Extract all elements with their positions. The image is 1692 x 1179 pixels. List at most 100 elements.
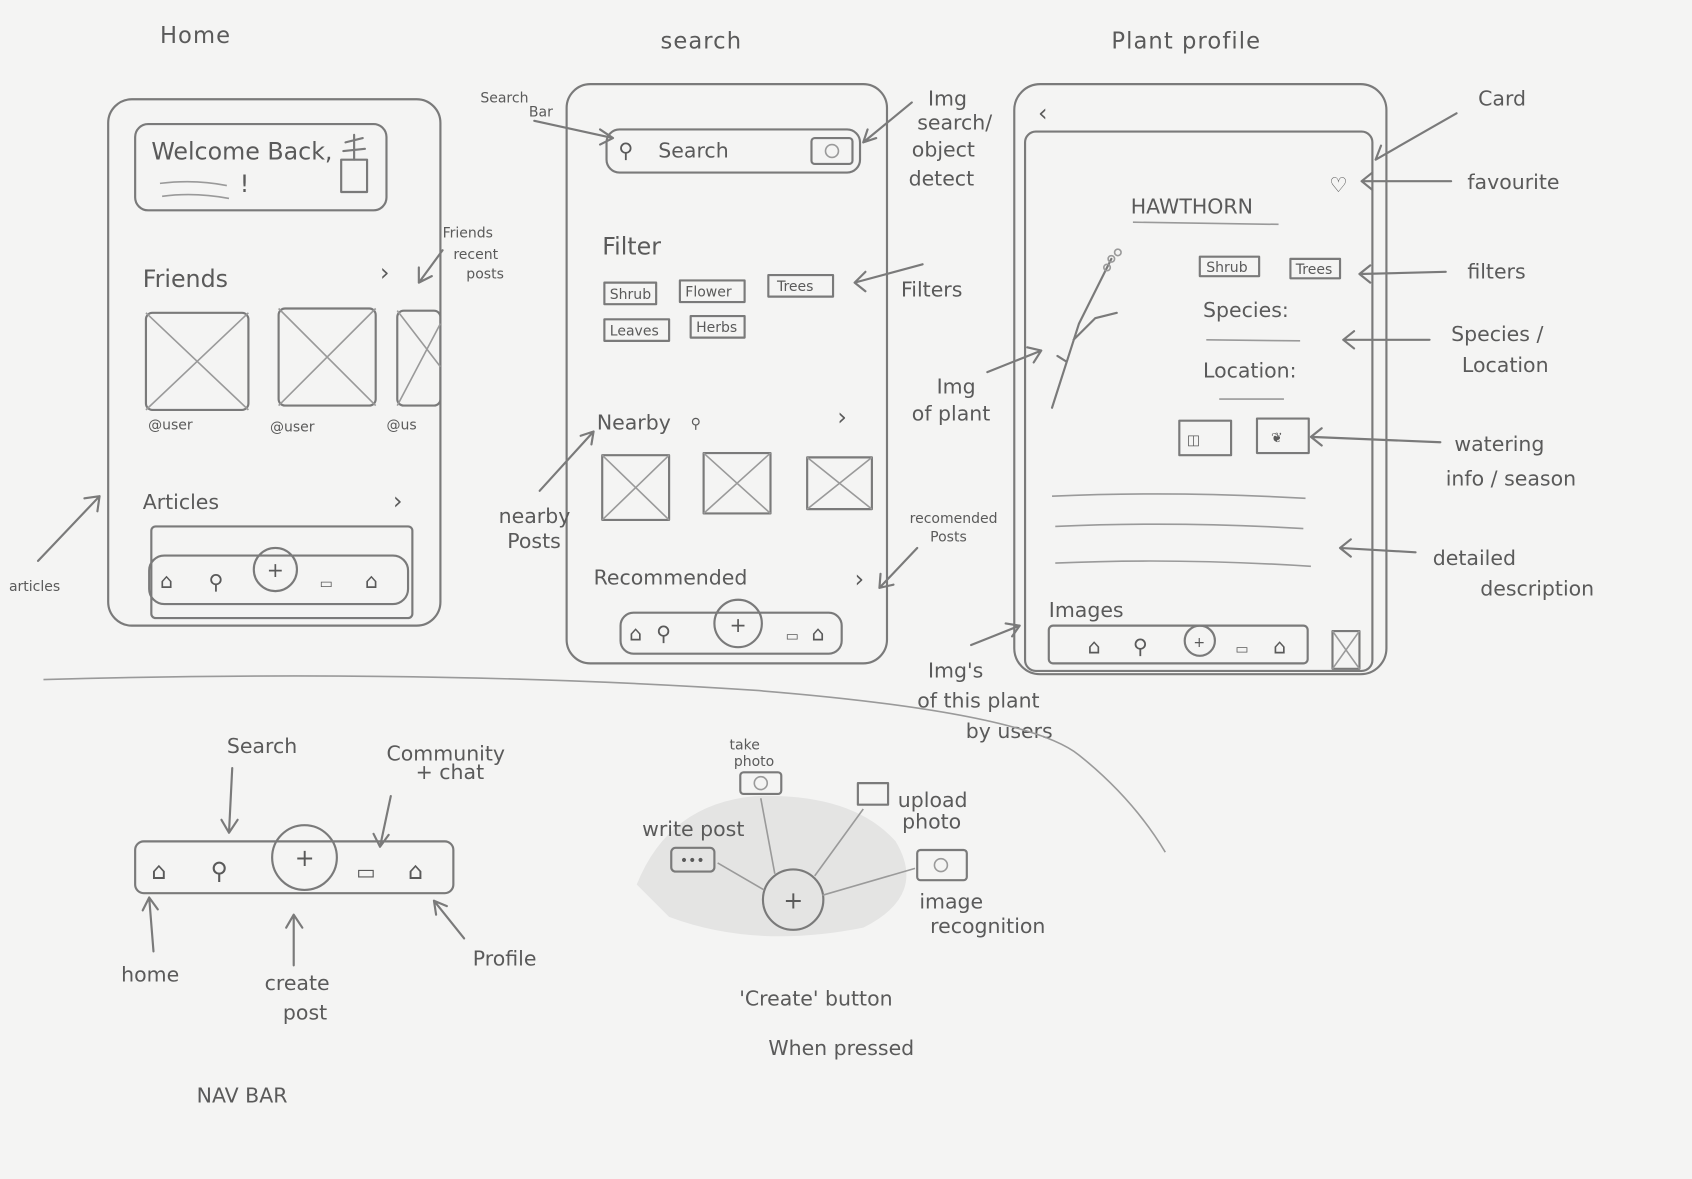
search-nav-icon[interactable]: ⚲	[656, 622, 671, 646]
chat-icon[interactable]: ▭	[356, 860, 375, 884]
annotation-text: When pressed	[768, 1036, 914, 1060]
annotation-text: Location	[1462, 353, 1549, 377]
home-icon[interactable]: ⌂	[151, 857, 166, 885]
upload-photo-icon[interactable]	[856, 782, 890, 806]
arrow-icon	[538, 430, 595, 492]
arrow-icon	[220, 766, 239, 834]
friend-post-image[interactable]	[144, 311, 250, 411]
home-nav-icon[interactable]: ⌂	[629, 622, 642, 646]
friend-username[interactable]: @user	[270, 419, 315, 435]
create-nav-button[interactable]	[252, 546, 299, 593]
nav-bar	[134, 840, 455, 895]
nearby-post-image[interactable]	[601, 454, 671, 522]
annotation-friends-recent-posts: Friends recent posts	[417, 225, 504, 284]
annotation-text: Profile	[473, 946, 537, 970]
welcome-text: Welcome Back,	[151, 138, 332, 166]
article-card[interactable]	[150, 525, 414, 620]
nearby-post-thumbnails	[601, 451, 873, 522]
arrow-icon	[1374, 112, 1458, 161]
arrow-icon	[285, 913, 304, 967]
friend-post-image[interactable]	[277, 307, 377, 407]
plant-chip-shrub[interactable]	[1198, 255, 1261, 278]
search-nav-icon[interactable]: ⚲	[208, 570, 223, 594]
take-photo-camera-icon[interactable]	[739, 771, 783, 795]
filter-chip-trees[interactable]	[767, 273, 835, 298]
annotation-text: by users	[966, 719, 1053, 743]
annotation-text: post	[283, 1000, 327, 1024]
filter-chip-leaves[interactable]	[603, 318, 671, 342]
profile-nav-icon[interactable]: ⌂	[1273, 635, 1286, 659]
annotation-text: write post	[642, 817, 744, 841]
nearby-chevron-icon[interactable]: ›	[837, 403, 847, 431]
camera-search-button[interactable]	[810, 136, 854, 166]
chat-nav-icon[interactable]: ▭	[320, 576, 333, 592]
plant-card	[1023, 130, 1374, 673]
chip-label: Trees	[776, 279, 814, 295]
annotation-text: create	[265, 971, 330, 995]
filter-chip-herbs[interactable]	[689, 314, 746, 339]
annotation-recommended-posts: recomended Posts	[878, 511, 998, 589]
profile-nav-icon[interactable]: ⌂	[365, 569, 378, 593]
chat-nav-icon[interactable]: ▭	[786, 629, 799, 645]
home-nav-icon[interactable]: ⌂	[160, 569, 173, 593]
friend-username[interactable]: @user	[148, 417, 193, 433]
filter-heading: Filter	[602, 233, 661, 261]
section-divider	[43, 675, 1166, 853]
annotation-text: favourite	[1467, 170, 1559, 194]
annotation-text: Bar	[529, 104, 553, 120]
chip-label: Flower	[685, 285, 732, 301]
home-nav-icon[interactable]: ⌂	[1088, 635, 1101, 659]
filter-chip-flower[interactable]	[678, 279, 746, 304]
nav-bar-diagram: ⌂ ⚲ + ▭ ⌂ Search Community + chat home c…	[121, 734, 536, 1107]
friends-chevron-icon[interactable]: ›	[380, 258, 390, 286]
search-nav-icon[interactable]: ⚲	[1133, 635, 1148, 659]
articles-chevron-icon[interactable]: ›	[393, 487, 403, 515]
annotation-text: of this plant	[917, 689, 1039, 713]
arrow-icon	[372, 794, 392, 848]
friend-post-image[interactable]	[396, 309, 442, 407]
arrow-icon	[432, 899, 466, 940]
arrow-icon	[1358, 264, 1447, 284]
annotation-text: + chat	[416, 760, 485, 784]
welcome-exclamation: !	[240, 170, 250, 198]
friend-username[interactable]: @us	[386, 417, 416, 433]
season-info-box[interactable]	[1255, 417, 1310, 455]
profile-nav-icon[interactable]: ⌂	[811, 622, 824, 646]
annotation-articles: articles	[9, 495, 101, 595]
plant-chip-trees[interactable]	[1289, 257, 1342, 280]
nearby-post-image[interactable]	[702, 451, 772, 515]
annotation-text: detect	[909, 167, 975, 191]
annotation-nearby-posts: nearby Posts	[499, 430, 595, 553]
plus-icon: +	[1193, 635, 1205, 651]
create-post-button[interactable]	[271, 824, 338, 891]
create-nav-button[interactable]	[1183, 624, 1216, 657]
annotation-text: of plant	[912, 402, 991, 426]
search-input[interactable]	[605, 128, 862, 174]
favourite-heart-icon[interactable]: ♡	[1329, 173, 1347, 197]
annotation-text: photo	[734, 754, 774, 770]
articles-heading: Articles	[143, 490, 219, 514]
filter-chip-shrub[interactable]	[603, 281, 658, 306]
create-nav-button[interactable]	[713, 598, 763, 649]
leaf-icon: ❦	[1271, 430, 1283, 446]
annotation-text: description	[1480, 576, 1594, 600]
images-heading: Images	[1049, 598, 1124, 622]
recommended-chevron-icon[interactable]: ›	[855, 565, 865, 593]
create-button[interactable]	[761, 868, 825, 931]
chip-label: Shrub	[1206, 260, 1247, 276]
nearby-post-image[interactable]	[806, 456, 873, 511]
annotation-text: Img's	[928, 658, 983, 682]
chat-nav-icon[interactable]: ▭	[1235, 642, 1248, 658]
search-icon[interactable]: ⚲	[211, 857, 228, 885]
watering-info-box[interactable]	[1178, 419, 1233, 457]
plant-illustration	[1050, 248, 1122, 409]
welcome-card	[134, 122, 388, 212]
arrow-icon	[36, 495, 101, 562]
filter-chips: Shrub Flower Trees Leaves Herbs	[603, 273, 835, 342]
user-image-thumbnail[interactable]	[1331, 629, 1361, 670]
back-button-icon[interactable]: ‹	[1038, 99, 1048, 127]
image-recognition-icon[interactable]	[916, 848, 968, 882]
profile-icon[interactable]: ⌂	[408, 857, 423, 885]
write-post-chat-icon[interactable]	[670, 846, 716, 873]
